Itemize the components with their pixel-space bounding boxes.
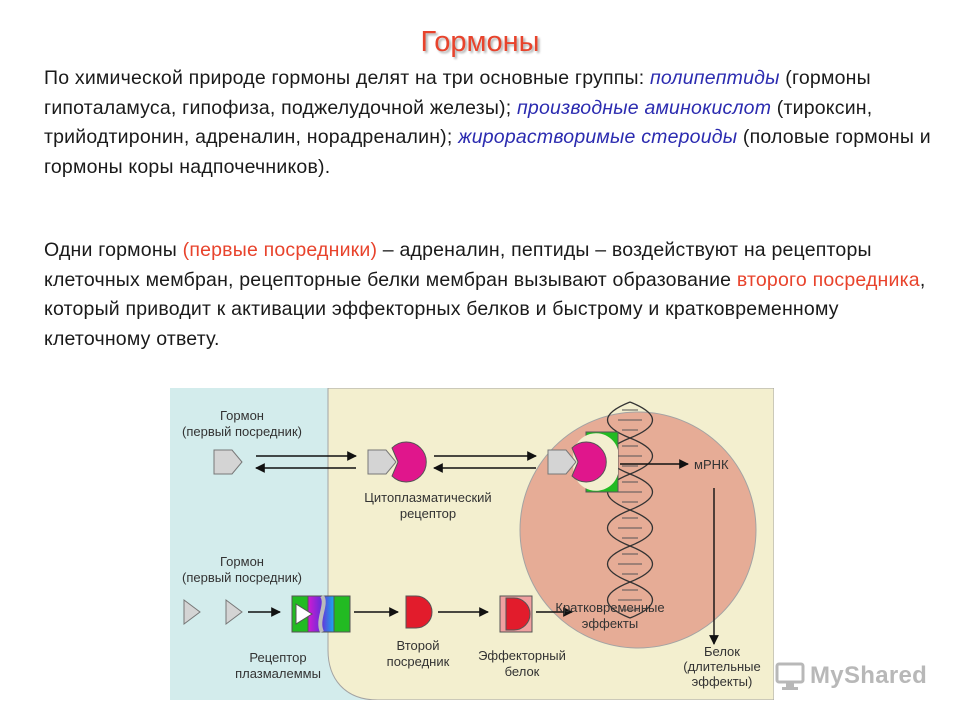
paragraph-messengers: Одни гормоны (первые посредники) – адрен…	[44, 236, 934, 354]
second-messenger-highlight: второго посредника	[736, 268, 920, 291]
page-title: Гормоны	[420, 26, 540, 58]
second-messenger-shape	[405, 595, 433, 629]
hormone-triangle-2	[225, 599, 243, 625]
label-effector-2: белок	[505, 664, 540, 679]
label-protein-1: Белок	[704, 644, 740, 659]
label-protein-3: эффекты)	[692, 674, 753, 689]
label-hormone-top-1: Гормон	[220, 408, 264, 423]
paragraph-hormone-groups: По химической природе гормоны делят на т…	[44, 64, 934, 182]
watermark-text: MyShared	[810, 662, 928, 689]
label-hormone-bottom-2: (первый посредник)	[182, 570, 302, 585]
label-protein-2: (длительные	[683, 659, 760, 674]
label-mrna: мРНК	[694, 457, 729, 472]
label-short-effects-2: эффекты	[582, 616, 638, 631]
group-steroids-desc: (половые гормоны и гормоны коры надпочеч…	[44, 126, 931, 178]
intro-text: По химической природе гормоны делят на т…	[44, 67, 650, 89]
hormone-receptor-complex	[571, 441, 607, 483]
label-second-2: посредник	[387, 654, 450, 669]
cytoplasmic-receptor-shape	[391, 441, 427, 483]
label-hormone-top-2: (первый посредник)	[182, 424, 302, 439]
group-steroids: жирорастворимые стероиды	[458, 126, 738, 148]
hormone-signaling-diagram: Гормон (первый посредник) Цитоплазматиче…	[170, 388, 774, 700]
group-amino-acid-desc: (тироксин, трийодтиронин, адреналин, нор…	[44, 96, 873, 149]
messengers-text-3: , который приводит к активации эффекторн…	[44, 268, 926, 350]
group-polypeptides-desc: (гормоны гипоталамуса, гипофиза, поджелу…	[44, 67, 871, 119]
myshared-logo-icon	[775, 662, 805, 690]
messengers-text-2: – адреналин, пептиды – воздействуют на р…	[44, 239, 872, 291]
label-receptor-1: Рецептор	[249, 650, 306, 665]
hormone-shape-top	[213, 449, 243, 475]
label-cyto-receptor-1: Цитоплазматический	[364, 490, 491, 505]
group-amino-acid-derivatives: производные аминокислот	[517, 96, 772, 119]
hormone-triangle-1	[183, 599, 201, 625]
plasmalemma-receptor	[291, 594, 351, 633]
label-hormone-bottom-1: Гормон	[220, 554, 264, 569]
label-receptor-2: плазмалеммы	[235, 666, 321, 681]
label-short-effects-1: Кратковременные	[555, 600, 664, 615]
hormone-shape-nucleus	[547, 449, 577, 475]
watermark: MyShared	[772, 656, 932, 696]
diagram-svg: Гормон (первый посредник) Цитоплазматиче…	[170, 388, 774, 700]
label-cyto-receptor-2: рецептор	[400, 506, 456, 521]
group-polypeptides: полипептиды	[649, 67, 780, 89]
dna-helix	[607, 401, 653, 619]
effector-protein-shape	[499, 595, 533, 633]
label-effector-1: Эффекторный	[478, 648, 566, 663]
first-messengers-highlight: (первые посредники)	[182, 239, 378, 261]
hormone-shape-cytoplasm	[367, 449, 397, 475]
label-second-1: Второй	[397, 638, 440, 653]
messengers-text-1: Одни гормоны	[44, 239, 183, 261]
